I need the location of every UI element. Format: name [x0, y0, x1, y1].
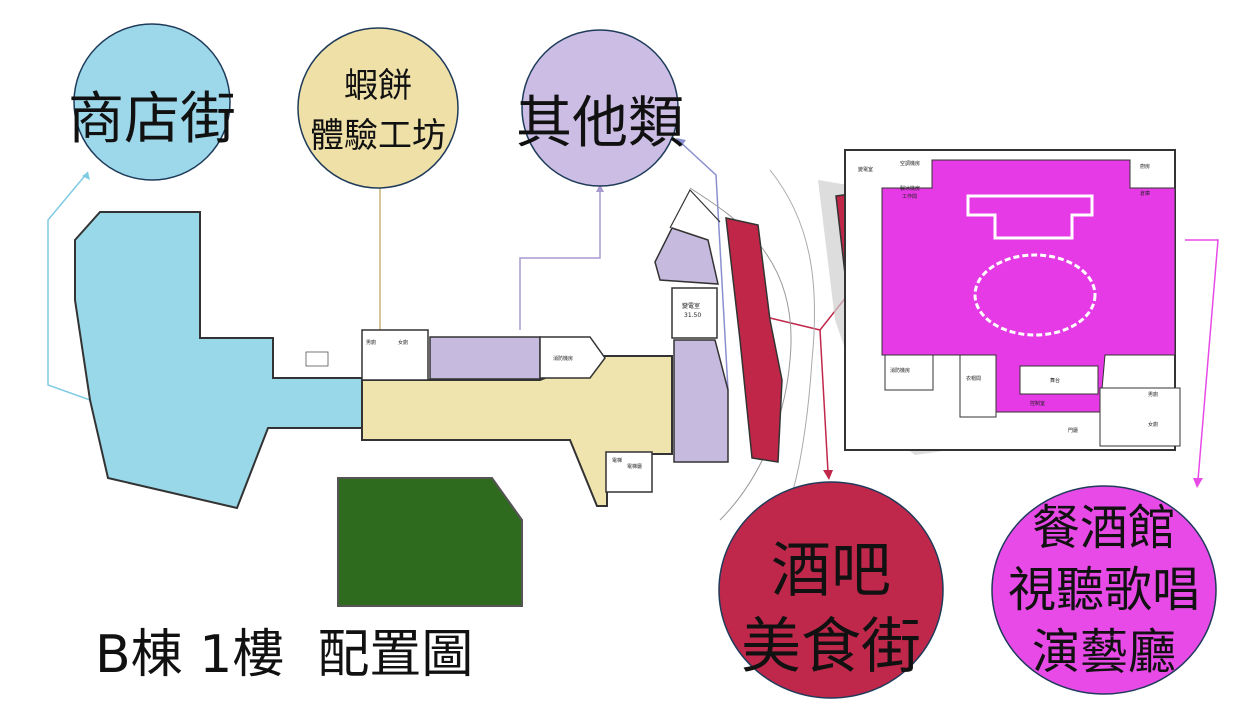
bubble-bar-line2: 美食街 — [741, 612, 921, 682]
connector-hall — [1185, 239, 1219, 481]
label-toilet-right-f: 女廁 — [1148, 421, 1158, 428]
label-toilet-f: 女廁 — [398, 339, 408, 346]
arrow-bar — [823, 470, 833, 480]
label-fire-room-right: 消防機房 — [890, 367, 910, 374]
label-fire-control: 消防機房 — [553, 355, 573, 362]
label-power-right: 變電室 — [858, 166, 873, 173]
fire-control-room — [539, 336, 606, 379]
label-gate: 門廳 — [1068, 427, 1078, 434]
label-power-left: 變電室 — [682, 302, 700, 310]
bubble-hall-line2: 視聽歌唱 — [1007, 562, 1200, 618]
label-toilet-right-m: 男廁 — [1148, 391, 1158, 398]
bubble-shop-street — [73, 23, 231, 181]
bubble-shop-street-label: 商店街 — [68, 87, 236, 152]
bubble-others-label: 其他類 — [516, 91, 684, 156]
bubble-shrimp-cracker — [297, 27, 459, 189]
label-power-left-area: 31.50 — [684, 312, 701, 319]
label-control: 控制室 — [1030, 400, 1045, 407]
label-air-cond: 空調機房 — [900, 160, 920, 167]
bubble-bar-line1: 酒吧 — [771, 536, 891, 606]
hall-stage-outline — [966, 194, 1094, 240]
power-room-left — [671, 287, 718, 339]
connector-others-b — [677, 139, 729, 391]
zone-other-small — [429, 336, 541, 380]
arrow-hall — [1193, 478, 1203, 488]
elevator-hall — [605, 451, 653, 493]
bubble-bar-food — [718, 481, 944, 699]
label-storage: 倉庫 — [1140, 190, 1150, 197]
bubble-others — [521, 29, 679, 187]
zone-other-lower — [673, 339, 729, 463]
bubble-hall-line1: 餐酒館 — [1031, 500, 1176, 556]
fire-room-right — [884, 354, 934, 391]
bubble-pub-karaoke — [991, 485, 1217, 695]
connector-others-a — [519, 190, 601, 330]
wall-left-upper — [669, 188, 721, 229]
stage-block — [1019, 365, 1099, 395]
label-stage: 舞台 — [1050, 377, 1060, 384]
page-title: B棟 1樓 配置圖 — [95, 625, 474, 685]
label-kitchen: 廚房 — [1140, 163, 1150, 170]
label-toilet-m: 男廁 — [366, 339, 376, 346]
arrow-others-a — [596, 184, 604, 192]
label-elevator-hall: 電梯廳 — [627, 463, 642, 470]
bubble-shrimp-line1: 蝦餅 — [344, 66, 412, 106]
connector-bar-down — [819, 329, 829, 473]
label-ice-room: 製冰機房 — [900, 185, 920, 192]
arrow-others-b — [676, 138, 686, 147]
connector-shop — [47, 171, 91, 401]
label-elevator: 電梯 — [612, 457, 622, 464]
arrow-shop — [82, 172, 90, 180]
road-line-2 — [769, 169, 816, 501]
label-work-room: 工作間 — [902, 193, 917, 200]
bubble-shrimp-line2: 體驗工坊 — [310, 116, 446, 156]
zone-green — [337, 477, 523, 607]
stair-symbol — [305, 351, 329, 367]
cloak-room — [959, 354, 997, 418]
zone-shop-street — [74, 211, 363, 510]
label-cloak: 衣帽間 — [966, 375, 981, 382]
restroom-block — [361, 329, 429, 381]
zone-bar-left — [725, 217, 783, 463]
hall-dance-floor — [973, 253, 1097, 337]
bubble-hall-line3: 演藝廳 — [1031, 624, 1176, 680]
zone-other-upper — [654, 227, 719, 285]
restroom-right — [1099, 387, 1181, 447]
